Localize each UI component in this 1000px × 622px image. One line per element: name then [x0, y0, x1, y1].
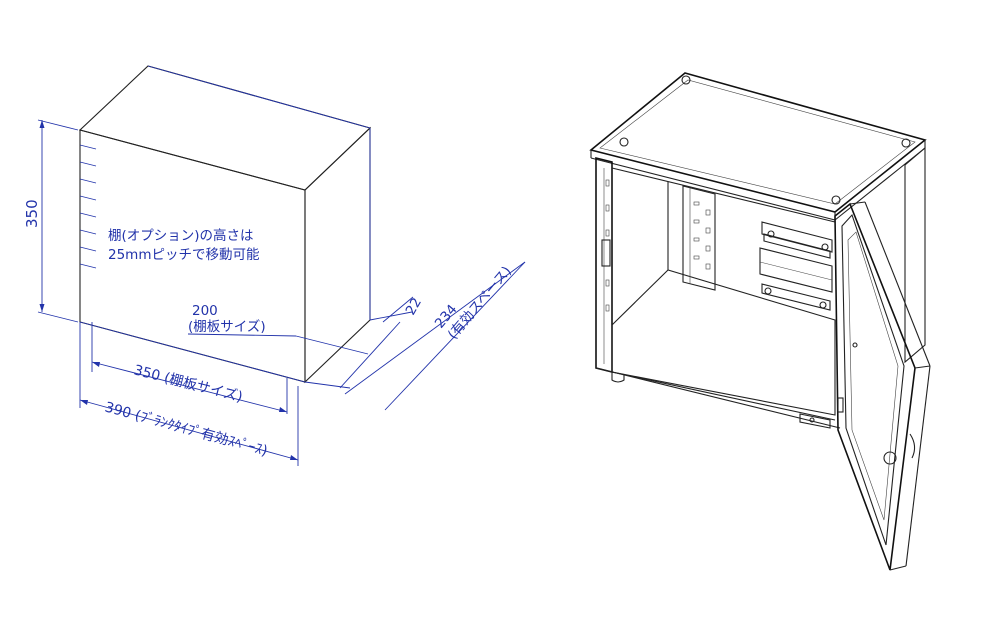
- cabinet-door: [834, 202, 916, 571]
- door-handle-icon: [909, 433, 916, 459]
- dimension-box: 350 棚(オプション)の高さは 25mmピッチで移動可能 200 (棚板サイズ…: [23, 65, 526, 466]
- depth-234-caption: (有効スペース): [445, 263, 515, 342]
- door-knob-icon: [883, 451, 897, 465]
- box-right-face: [304, 126, 371, 384]
- door-hinge-pin: [837, 397, 844, 413]
- cabinet-illustration: [589, 72, 931, 571]
- bolt-icon: [681, 75, 691, 85]
- bolt-icon: [619, 137, 629, 147]
- left-frame-holes: [605, 179, 610, 312]
- door-hinge: [799, 413, 831, 429]
- cabinet-foot: [611, 372, 625, 383]
- shelf-pitch-note-line1: 棚(オプション)の高さは: [108, 227, 254, 244]
- shelf-pitch-note-line2: 25mmピッチで移動可能: [108, 247, 259, 263]
- din-rail-upper: [761, 221, 833, 259]
- width-350-label: 350 (棚板サイズ): [132, 362, 244, 405]
- cabinet-top-panel: [589, 72, 927, 213]
- back-rail: [682, 185, 716, 291]
- latch-icon: [601, 239, 611, 267]
- bolt-icon: [831, 195, 841, 205]
- shelf-depth-value: 200: [192, 303, 218, 319]
- bolt-icon: [901, 138, 911, 148]
- height-dimension-label: 350: [23, 199, 41, 228]
- cabinet-floor: [611, 269, 836, 416]
- din-rail-lower: [759, 247, 833, 311]
- shelf-depth-caption: (棚板サイズ): [188, 319, 266, 335]
- cabinet-right-panel: [904, 146, 926, 364]
- width-390-label: 390 (ﾌﾞﾗﾝｸﾀｲﾌﾟ有効ｽﾍﾟｰｽ): [103, 399, 269, 459]
- depth-22-label: 22: [403, 295, 425, 318]
- shelf-pitch-ticks: [79, 144, 97, 269]
- box-top-face: [78, 65, 372, 191]
